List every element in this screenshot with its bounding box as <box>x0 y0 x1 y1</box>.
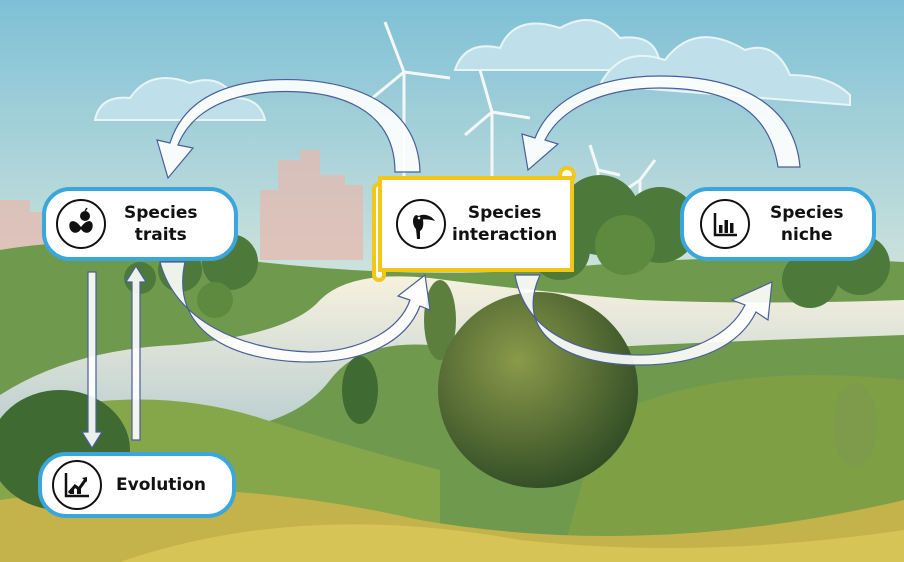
node-species-interaction: Species interaction <box>378 176 574 272</box>
toucan-icon <box>396 199 446 249</box>
bar-chart-icon <box>700 199 750 249</box>
species-niche-label: Species niche <box>770 203 844 245</box>
node-species-niche: Species niche <box>680 187 876 261</box>
node-species-traits: Species traits <box>42 187 238 261</box>
arrow-traits-to-interaction <box>159 261 431 363</box>
arrow-interaction-to-niche <box>514 274 773 366</box>
arrow-traits-to-evolution <box>80 271 104 450</box>
species-traits-label: Species traits <box>124 203 198 245</box>
evolution-label: Evolution <box>116 475 207 495</box>
species-interaction-label: Species interaction <box>452 203 558 245</box>
growth-chart-icon <box>52 460 102 510</box>
arrow-interaction-to-traits <box>156 78 421 180</box>
arrow-evolution-to-traits <box>124 264 148 441</box>
arrow-niche-to-interaction <box>521 75 801 172</box>
butterfly-apple-icon <box>56 199 106 249</box>
node-evolution: Evolution <box>38 452 236 518</box>
